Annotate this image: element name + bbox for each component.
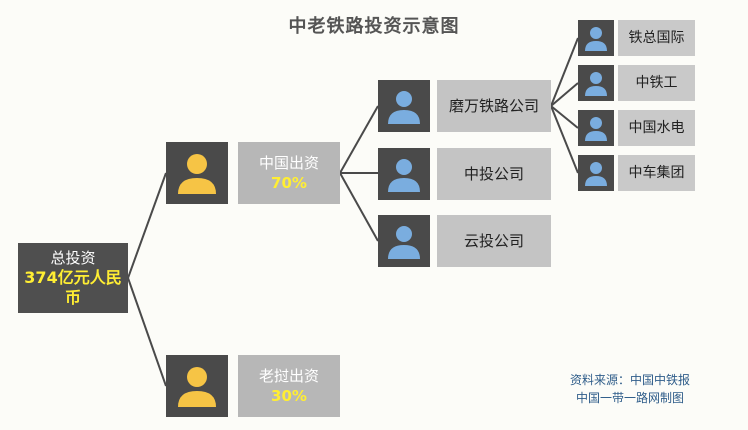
shareholder-avatar-3 xyxy=(578,110,614,146)
person-icon xyxy=(178,367,216,407)
shareholder-label-4: 中车集团 xyxy=(628,165,685,181)
connector-mowan-3 xyxy=(550,105,579,129)
china-investment-box: 中国出资 70% xyxy=(238,142,340,204)
shareholder-box-2: 中铁工 xyxy=(618,65,695,101)
total-investment-value: 374亿元人民币 xyxy=(24,268,122,307)
source-line-2: 中国一带一路网制图 xyxy=(575,391,684,405)
zhongtou-company-label: 中投公司 xyxy=(463,165,524,183)
china-investment-pct: 70% xyxy=(271,174,307,192)
laos-investment-box: 老挝出资 30% xyxy=(238,355,340,417)
shareholder-label-2: 中铁工 xyxy=(635,75,678,91)
yuntou-avatar xyxy=(378,215,430,267)
china-investment-label: 中国出资 xyxy=(258,154,319,172)
mowan-company-box: 磨万铁路公司 xyxy=(437,80,551,132)
person-icon xyxy=(388,159,420,192)
laos-avatar xyxy=(166,355,228,417)
shareholder-avatar-1 xyxy=(578,20,614,56)
person-icon xyxy=(178,154,216,194)
person-icon xyxy=(585,27,607,51)
shareholder-box-3: 中国水电 xyxy=(618,110,695,146)
shareholder-avatar-2 xyxy=(578,65,614,101)
connector-china-mowan xyxy=(339,105,379,174)
shareholder-avatar-4 xyxy=(578,155,614,191)
china-avatar xyxy=(166,142,228,204)
person-icon xyxy=(388,226,420,259)
shareholder-label-3: 中国水电 xyxy=(628,120,685,136)
zhongtou-avatar xyxy=(378,148,430,200)
laos-investment-label: 老挝出资 xyxy=(258,367,319,385)
mowan-avatar xyxy=(378,80,430,132)
connector-mowan-2 xyxy=(550,82,579,107)
connector-mowan-1 xyxy=(550,37,579,107)
page-title: 中老铁路投资示意图 xyxy=(288,16,460,37)
laos-investment-pct: 30% xyxy=(271,387,307,405)
mowan-company-label: 磨万铁路公司 xyxy=(448,97,539,115)
shareholder-box-1: 铁总国际 xyxy=(618,20,695,56)
connector-china-yuntou xyxy=(339,172,379,242)
total-investment-box: 总投资 374亿元人民币 xyxy=(18,243,128,313)
yuntou-company-box: 云投公司 xyxy=(437,215,551,267)
person-icon xyxy=(388,91,420,124)
total-investment-label: 总投资 xyxy=(50,249,96,267)
connector-root-laos xyxy=(127,277,167,387)
shareholder-box-4: 中车集团 xyxy=(618,155,695,191)
person-icon xyxy=(585,72,607,96)
zhongtou-company-box: 中投公司 xyxy=(437,148,551,200)
person-icon xyxy=(585,117,607,141)
connector-mowan-4 xyxy=(550,105,579,174)
source-line-1: 资料来源：中国中铁报 xyxy=(569,373,690,387)
shareholder-label-1: 铁总国际 xyxy=(628,30,685,46)
source-note: 资料来源：中国中铁报 中国一带一路网制图 xyxy=(560,371,700,407)
connector-root-china xyxy=(127,172,167,279)
person-icon xyxy=(585,162,607,186)
yuntou-company-label: 云投公司 xyxy=(463,232,524,250)
